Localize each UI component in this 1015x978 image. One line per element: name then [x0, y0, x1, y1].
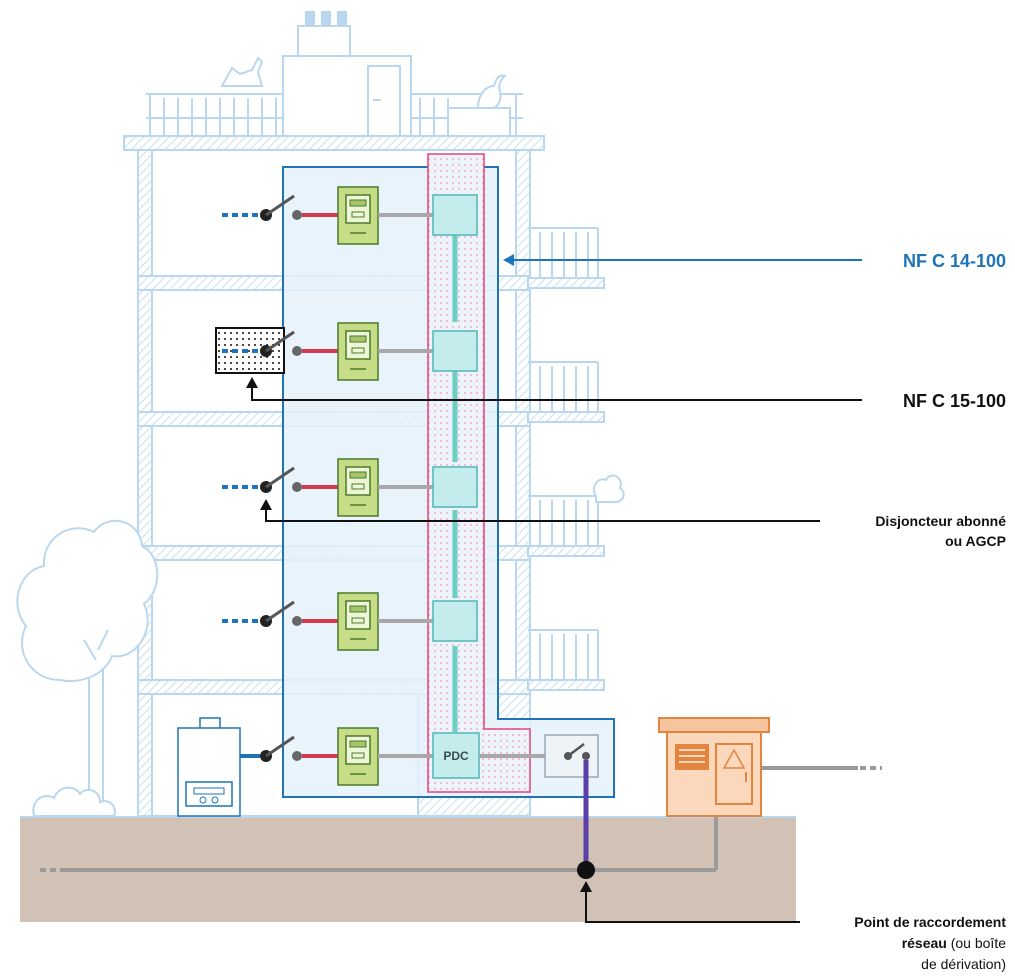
pdc-box [432, 732, 480, 779]
floor-circuit [215, 322, 478, 381]
roof-access-structure [282, 55, 412, 139]
breaker-switch-icon [265, 600, 295, 623]
breaker-switch-icon [265, 466, 295, 489]
disjoncteur-label-line2: ou AGCP [945, 533, 1006, 549]
floor-circuit [222, 186, 478, 245]
rooftop [123, 11, 545, 151]
junction-box [432, 330, 478, 372]
raccordement-label-line1: Point de raccordement [854, 914, 1006, 930]
nf-c-15-100-label: NF C 15-100 [903, 391, 1006, 411]
junction-box [432, 466, 478, 508]
balcony [527, 227, 605, 289]
junction-box [432, 600, 478, 642]
raccordement-label-line3: de dérivation) [921, 956, 1006, 972]
bush-icon [32, 786, 116, 817]
breaker-switch-icon [567, 743, 585, 757]
raccordement-bold: réseau [902, 935, 947, 951]
floor-circuit [222, 458, 478, 517]
meter-icon [337, 727, 379, 786]
pdc-label: PDC [443, 749, 469, 763]
disjoncteur-label-line1: Disjoncteur abonné [875, 513, 1006, 529]
balconies [527, 227, 625, 691]
cat-icon [220, 56, 264, 87]
chimney [297, 25, 351, 57]
breaker-switch-icon [265, 194, 295, 217]
callouts [246, 254, 862, 923]
tree-icon [16, 519, 159, 817]
nf-c-14-100-label: NF C 14-100 [903, 251, 1006, 271]
plant-icon [592, 474, 625, 504]
roof-slab [123, 135, 545, 151]
balcony [527, 361, 605, 423]
ground-floor-circuit: PDC [177, 717, 599, 817]
balcony [527, 474, 625, 557]
bird-icon [476, 74, 507, 109]
meter-icon [337, 458, 379, 517]
balcony [527, 629, 605, 691]
raccordement-label-line2: réseau (ou boîte [902, 935, 1007, 951]
chimney-pot [321, 11, 331, 27]
electric-hazard-icon [722, 748, 746, 769]
connection-point [577, 861, 595, 879]
meter-icon [337, 186, 379, 245]
boiler-icon [177, 717, 241, 817]
substation-icon [658, 717, 770, 817]
chimney-pot [305, 11, 315, 27]
junction-box [432, 194, 478, 236]
meter-icon [337, 322, 379, 381]
raccordement-rest: (ou boîte [947, 935, 1006, 951]
chimney-pot [337, 11, 347, 27]
meter-icon [337, 592, 379, 651]
roof-box [447, 107, 511, 137]
breaker-switch-icon [265, 330, 295, 353]
floor-circuit [222, 592, 478, 651]
breaker-switch-icon [265, 735, 295, 758]
callout-line-raccordement [585, 886, 800, 923]
